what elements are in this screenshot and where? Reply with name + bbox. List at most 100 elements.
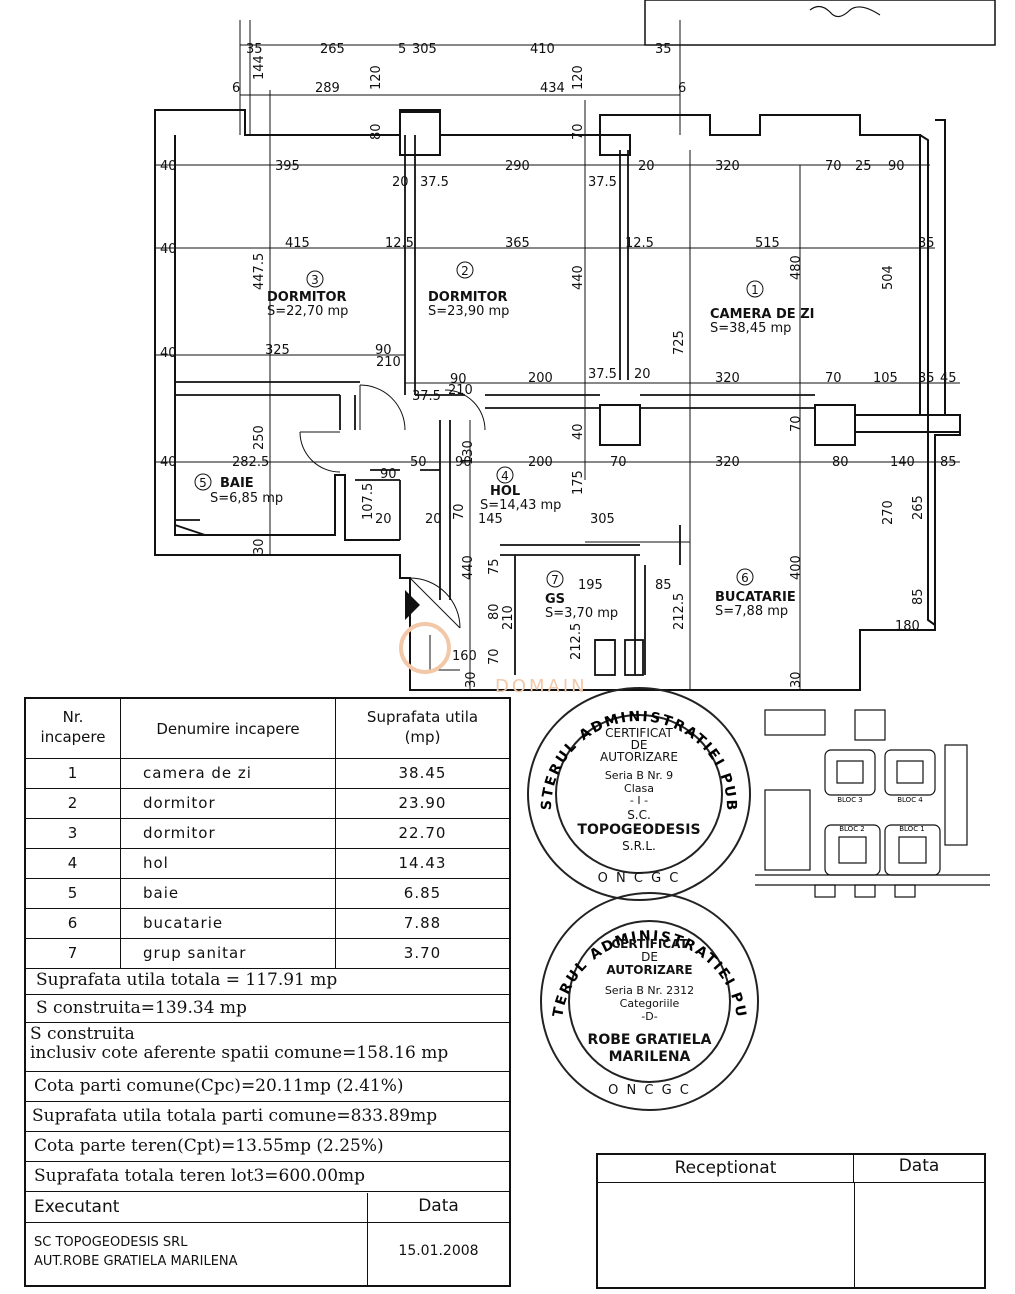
dim: 35 [918, 371, 935, 386]
stamp-line: MARILENA [608, 1049, 691, 1065]
stamp-line: TOPOGEODESIS [577, 822, 701, 838]
row-area: 23.90 [336, 789, 509, 819]
summary-line: Cota parte teren(Cpt)=13.55mp (2.25%) [26, 1132, 509, 1162]
dim: 270 [881, 500, 896, 525]
room-table: Nr. incapere Denumire incapere Suprafata… [24, 697, 511, 1287]
room-4-area: S=14,43 mp [480, 498, 561, 513]
dim: 90 [450, 372, 467, 387]
stamp-robe: MINISTERUL ADMINISTRATIEI PUBLICE CERTIF… [540, 892, 759, 1111]
dim: 35 [918, 236, 935, 251]
dim: 6 [232, 81, 240, 96]
row-area: 6.85 [336, 879, 509, 909]
row-number: 7 [26, 939, 121, 969]
dim: 90 [375, 343, 392, 358]
dim: 480 [789, 255, 804, 280]
room-2-name: DORMITOR [428, 290, 508, 305]
dim: 85 [911, 588, 926, 605]
dim: 305 [412, 42, 437, 57]
dim: 365 [505, 236, 530, 251]
dim: 37.5 [588, 175, 617, 190]
dim: 85 [655, 578, 672, 593]
dim: 434 [540, 81, 565, 96]
dim: 145 [478, 512, 503, 527]
dim: 45 [940, 371, 957, 386]
summary-line: inclusiv cote aferente spatii comune=158… [30, 1043, 449, 1063]
row-number: 3 [26, 819, 121, 849]
row-room-name: bucatarie [121, 909, 336, 939]
row-number: 5 [26, 879, 121, 909]
dim: 325 [265, 343, 290, 358]
room-3-num: 3 [311, 273, 319, 287]
row-number: 2 [26, 789, 121, 819]
receptionat-data-label: Data [854, 1155, 984, 1183]
stamp-bottom: O N C G C [597, 871, 681, 886]
dim: 20 [392, 175, 409, 190]
floor-plan: 1 CAMERA DE ZI S=38,45 mp 2 DORMITOR S=2… [154, 0, 996, 697]
dim: 725 [672, 330, 687, 355]
watermark-logo-icon [399, 622, 451, 674]
dim: 265 [911, 495, 926, 520]
dim: 289 [315, 81, 340, 96]
watermark: DOMAIN [495, 676, 588, 697]
bloc-label: BLOC 3 [837, 796, 863, 804]
dim: 35 [655, 42, 672, 57]
dim: 30 [252, 538, 267, 555]
dim: 90 [888, 159, 905, 174]
dim: 265 [320, 42, 345, 57]
dim: 37.5 [420, 175, 449, 190]
receptionat-box: Receptionat Data [596, 1153, 986, 1289]
signature-mark [809, 5, 881, 18]
dim: 40 [571, 423, 586, 440]
room-3-name: DORMITOR [267, 290, 347, 305]
dim: 320 [715, 159, 740, 174]
dim: 504 [881, 265, 896, 290]
dim: 140 [890, 455, 915, 470]
dim: 85 [940, 455, 957, 470]
dim: 12.5 [625, 236, 654, 251]
row-room-name: baie [121, 879, 336, 909]
dim: 395 [275, 159, 300, 174]
room-5-area: S=6,85 mp [210, 491, 283, 506]
dim: 35 [246, 42, 263, 57]
stamp-line: DE [630, 738, 648, 752]
dim: 210 [501, 605, 516, 630]
dim: 120 [369, 65, 384, 90]
dim: 212.5 [569, 623, 584, 660]
dim: 250 [252, 425, 267, 450]
room-6-name: BUCATARIE [715, 590, 796, 605]
bloc-label: BLOC 4 [897, 796, 923, 804]
row-room-name: dormitor [121, 819, 336, 849]
row-area: 14.43 [336, 849, 509, 879]
dim: 37.5 [412, 389, 441, 404]
dim: 410 [530, 42, 555, 57]
dim: 400 [789, 555, 804, 580]
room-7-name: GS [545, 592, 565, 607]
dim: 130 [461, 440, 476, 465]
dim: 210 [448, 383, 473, 398]
dim: 6 [678, 81, 686, 96]
dim: 80 [487, 603, 502, 620]
receptionat-label: Receptionat [598, 1155, 854, 1183]
room-3-area: S=22,70 mp [267, 304, 348, 319]
entrance-arrow-icon [405, 590, 420, 620]
summary-line: S construita [30, 1024, 135, 1044]
room-1-name: CAMERA DE ZI [710, 307, 814, 322]
stamp-topogeodesis: MINISTERUL ADMINISTRATIEI PUBLICE CERTIF… [527, 687, 751, 901]
dim: 195 [578, 578, 603, 593]
dim: 80 [832, 455, 849, 470]
stamp-line: Seria B Nr. 2312 [604, 984, 695, 997]
dim: 320 [715, 455, 740, 470]
bloc-label: BLOC 2 [839, 825, 865, 833]
executant-company: SC TOPOGEODESIS SRL [34, 1235, 188, 1250]
dim: 175 [571, 470, 586, 495]
room-2-num: 2 [461, 264, 469, 278]
row-room-name: dormitor [121, 789, 336, 819]
dim: 320 [715, 371, 740, 386]
stamp-line: ROBE GRATIELA [587, 1032, 712, 1048]
dim: 70 [825, 371, 842, 386]
dim: 160 [452, 649, 477, 664]
dim: 12.5 [385, 236, 414, 251]
dim: 282.5 [232, 455, 269, 470]
row-area: 22.70 [336, 819, 509, 849]
stamp-line: - I - [629, 794, 649, 807]
